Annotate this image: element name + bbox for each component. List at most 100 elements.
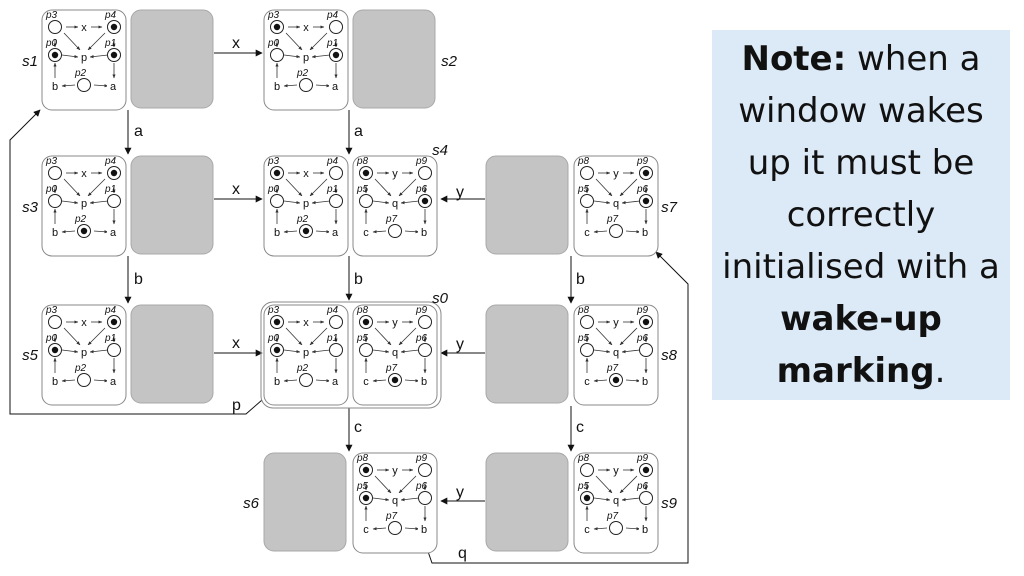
place-label-p0: p0: [45, 184, 58, 195]
place-p5: [359, 194, 373, 208]
net-arc: [621, 349, 641, 354]
transition-bg: [78, 345, 90, 358]
net-arc: [625, 230, 641, 234]
token-p7: [612, 376, 620, 384]
place-label-p8: p8: [577, 156, 590, 167]
place-p3: [48, 20, 62, 34]
transition-x: x: [303, 317, 309, 329]
transition-bg: [300, 315, 312, 328]
inactive-window-6: [485, 304, 569, 404]
place-p5: [580, 343, 594, 357]
edge-s2-s4-label: a: [354, 123, 363, 140]
net-arc: [400, 497, 420, 502]
transition-x: x: [81, 317, 87, 329]
token-p2: [80, 227, 88, 235]
net-arc: [89, 54, 109, 59]
net-arc: [309, 327, 328, 346]
net-arc: [283, 349, 301, 354]
net-arc: [374, 475, 392, 494]
place-p6: [639, 343, 653, 357]
net-arc: [593, 200, 611, 205]
place-label-p7: p7: [606, 363, 619, 374]
net-arc: [374, 327, 392, 346]
token-p6: [642, 197, 650, 205]
net-arc: [372, 527, 387, 531]
place-p2: [77, 78, 91, 92]
place-label-p9: p9: [636, 305, 649, 316]
state-label-s5: s5: [22, 347, 39, 364]
token-p3: [273, 23, 281, 31]
transition-y: y: [392, 168, 398, 180]
token-p9: [642, 318, 650, 326]
place-label-p9: p9: [415, 453, 428, 464]
net-arc: [285, 178, 303, 197]
net-arc: [372, 230, 387, 234]
edge-s5-s0-label: x: [232, 335, 240, 352]
place-label-p7: p7: [385, 363, 398, 374]
net-arc: [398, 475, 417, 494]
place-p5: [580, 194, 594, 208]
transition-q: q: [392, 495, 398, 507]
net-arc: [61, 200, 79, 205]
place-label-p5: p5: [356, 481, 369, 492]
place-label-p7: p7: [385, 214, 398, 225]
inactive-window-4: [485, 155, 569, 255]
net-arc: [61, 349, 79, 354]
transition-bg: [639, 374, 651, 387]
place-label-p4: p4: [326, 156, 339, 167]
place-p3: [48, 315, 62, 329]
place-p3: [48, 166, 62, 180]
transition-bg: [581, 522, 593, 535]
place-label-p7: p7: [606, 214, 619, 225]
place-label-p1: p1: [326, 184, 338, 195]
place-p4: [329, 166, 343, 180]
transition-bg: [610, 166, 622, 179]
transition-p: p: [81, 52, 87, 64]
place-label-p2: p2: [296, 68, 309, 79]
place-p8: [580, 315, 594, 329]
state-label-s2: s2: [441, 53, 458, 70]
net-arc: [372, 497, 390, 502]
place-label-p5: p5: [577, 481, 590, 492]
edge-s0-s1-label: p: [232, 397, 241, 414]
transition-b: b: [52, 81, 58, 93]
state-label-s8: s8: [661, 347, 678, 364]
net-arc: [398, 178, 417, 197]
place-p1: [107, 343, 121, 357]
transition-b: b: [421, 227, 427, 239]
net-arc: [374, 178, 392, 197]
transition-bg: [49, 225, 61, 238]
place-p0: [270, 194, 284, 208]
transition-bg: [300, 345, 312, 358]
transition-b: b: [642, 376, 648, 388]
net-arc: [61, 54, 79, 59]
edge-s6-s7: [423, 251, 689, 564]
place-label-p2: p2: [74, 363, 87, 374]
place-label-p9: p9: [415, 305, 428, 316]
net-arc: [285, 32, 303, 51]
state-label-s7: s7: [661, 199, 678, 216]
place-label-p4: p4: [326, 10, 339, 21]
inactive-window-5: [130, 304, 214, 404]
transition-b: b: [421, 376, 427, 388]
transition-bg: [78, 166, 90, 179]
inactive-window-2: [352, 9, 436, 109]
place-p2: [299, 373, 313, 387]
place-label-p8: p8: [356, 305, 369, 316]
net-arc: [625, 379, 641, 383]
place-label-p5: p5: [356, 184, 369, 195]
transition-bg: [389, 196, 401, 209]
transition-bg: [610, 463, 622, 476]
net-arc: [315, 230, 331, 234]
place-p6: [418, 343, 432, 357]
transition-a: a: [332, 376, 339, 388]
transition-y: y: [613, 465, 619, 477]
transition-bg: [418, 374, 430, 387]
transition-bg: [300, 196, 312, 209]
net-arc: [89, 349, 109, 354]
place-p7: [609, 521, 623, 535]
place-label-p3: p3: [45, 10, 58, 21]
net-arc: [87, 327, 106, 346]
